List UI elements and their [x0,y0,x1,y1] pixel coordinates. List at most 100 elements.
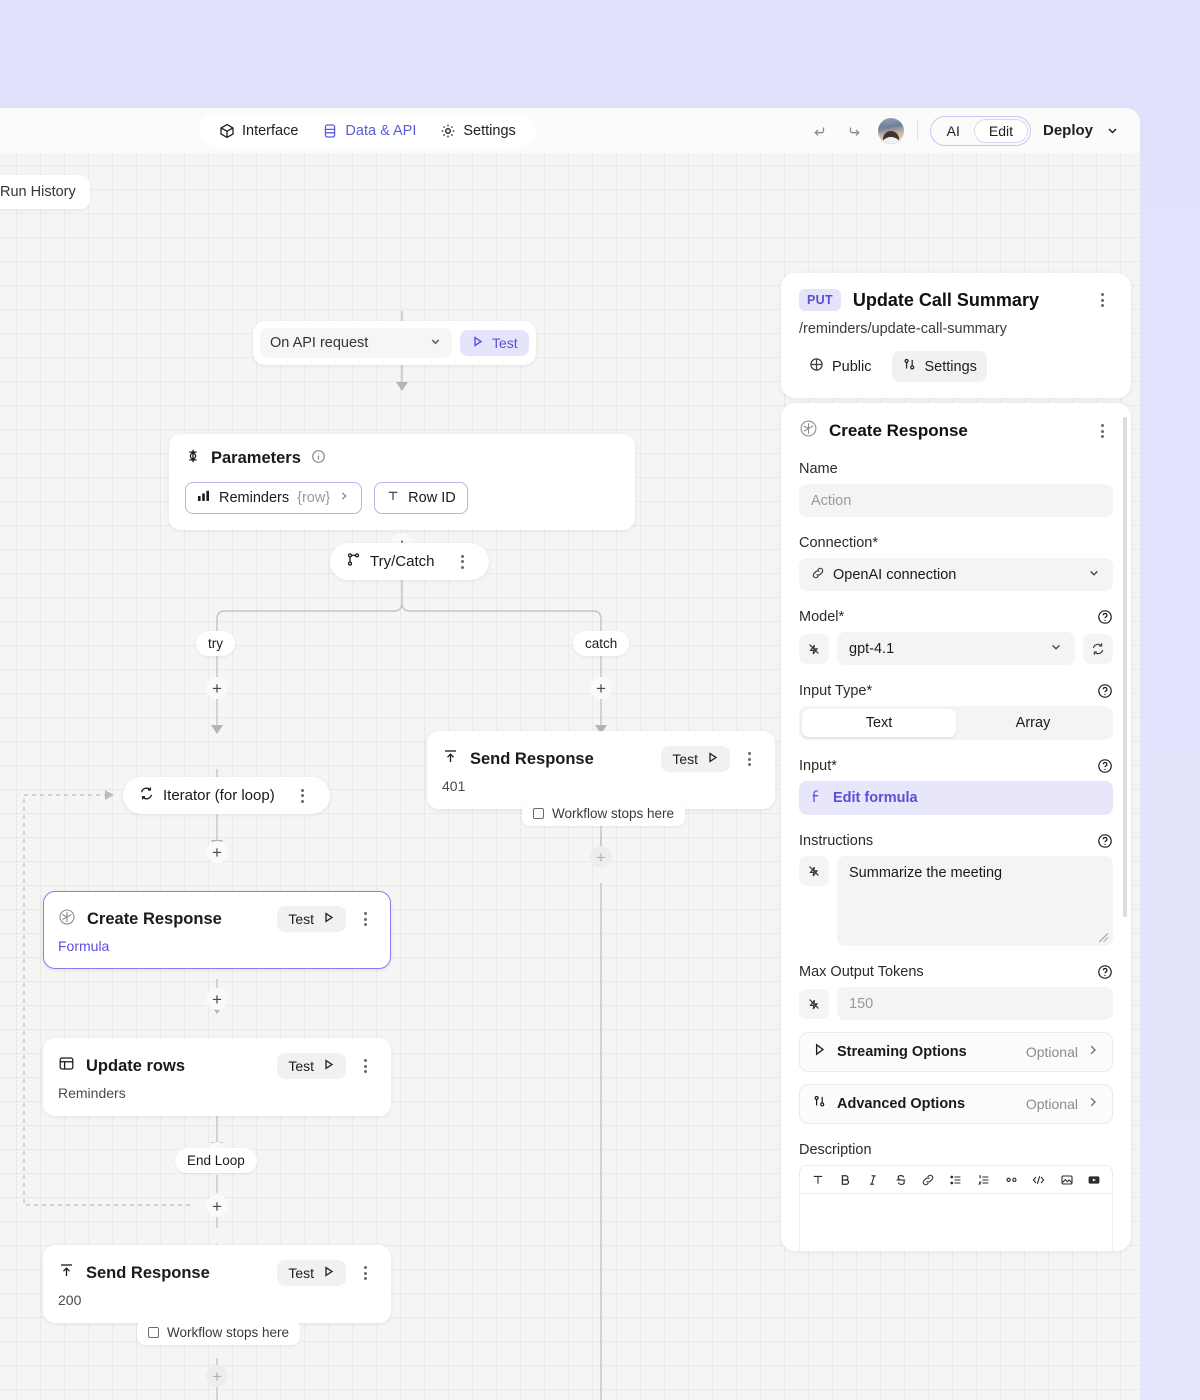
help-icon[interactable] [1097,609,1113,625]
nav-item-data-api[interactable]: Data & API [312,118,426,144]
mode-option-ai[interactable]: AI [946,122,960,139]
add-step-button-catch-end[interactable]: + [590,846,612,868]
input-type-option-array[interactable]: Array [1015,715,1051,731]
more-options-icon[interactable] [354,1059,376,1073]
param-chip-row-id[interactable]: Row ID [374,482,468,514]
action-config-panel: Create Response Name Action Connection* [781,403,1131,1251]
node-test-button[interactable]: Test [277,1053,346,1079]
dynamic-value-icon[interactable] [799,988,829,1019]
panel-scrollbar[interactable] [1123,417,1127,917]
play-icon [812,1042,827,1062]
trigger-test-button[interactable]: Test [460,330,529,356]
more-options-icon[interactable] [354,912,376,926]
refresh-icon[interactable] [1083,633,1113,664]
model-select[interactable]: gpt-4.1 [837,632,1075,665]
more-options-icon[interactable] [1091,293,1113,307]
help-icon[interactable] [1097,964,1113,980]
param-chip-reminders[interactable]: Reminders {row} [185,482,363,514]
help-icon[interactable] [1097,833,1113,849]
quote-icon[interactable] [997,1173,1025,1187]
more-options-icon[interactable] [292,788,314,803]
more-options-icon[interactable] [451,554,473,569]
advanced-options-row[interactable]: Advanced Options Optional [799,1084,1113,1124]
trigger-select[interactable]: On API request [260,328,452,358]
iterator-label: Iterator (for loop) [163,787,275,804]
node-test-button[interactable]: Test [277,906,346,932]
node-create-response[interactable]: Create Response Test Formula [43,891,391,969]
divider [916,119,918,142]
strikethrough-icon[interactable] [887,1173,915,1187]
description-editor[interactable] [799,1193,1113,1251]
iterator-node[interactable]: Iterator (for loop) [123,777,330,814]
link-icon[interactable] [915,1173,943,1187]
parameters-node[interactable]: Parameters Reminders [169,434,635,530]
more-options-icon[interactable] [738,752,760,766]
numbered-list-icon[interactable] [970,1173,998,1187]
streaming-options-row[interactable]: Streaming Options Optional [799,1032,1113,1072]
video-icon[interactable] [1080,1173,1108,1187]
node-subtitle: 200 [58,1292,82,1308]
input-type-option-text[interactable]: Text [802,709,956,737]
node-send-response-401[interactable]: Send Response Test 401 [427,731,775,809]
table-icon [58,1055,75,1077]
mode-option-edit[interactable]: Edit [973,118,1028,143]
bullet-list-icon[interactable] [942,1173,970,1187]
add-step-button-try[interactable]: + [206,677,228,699]
test-label: Test [288,1058,314,1074]
info-icon[interactable] [311,449,326,469]
edit-formula-button[interactable]: Edit formula [799,781,1113,815]
node-update-rows[interactable]: Update rows Test Reminders [43,1038,391,1116]
help-icon[interactable] [1097,683,1113,699]
action-panel-header: Create Response [799,419,1113,443]
endpoint-panel: PUT Update Call Summary /reminders/updat… [781,273,1131,398]
text-format-icon[interactable] [804,1173,832,1187]
add-step-button-catch[interactable]: + [590,677,612,699]
connection-label: Connection* [799,535,879,551]
top-bar-right: AI Edit Deploy [809,108,1120,153]
connection-value: OpenAI connection [833,566,957,583]
help-icon[interactable] [1097,758,1113,774]
deploy-button[interactable]: Deploy [1042,122,1093,139]
chevron-down-icon[interactable] [1105,123,1120,138]
italic-icon[interactable] [859,1173,887,1187]
dynamic-value-icon[interactable] [799,856,829,886]
add-step-button-loop[interactable]: + [206,841,228,863]
add-step-button-end[interactable]: + [206,1365,228,1387]
code-icon[interactable] [1025,1173,1053,1187]
max-tokens-input[interactable]: 150 [837,987,1113,1020]
visibility-label: Public [832,358,872,375]
instructions-textarea[interactable]: Summarize the meeting [837,856,1113,946]
param-chip-label: Reminders [219,490,290,506]
redo-arrow-icon[interactable] [843,120,865,142]
try-catch-node[interactable]: Try/Catch [330,543,490,580]
image-icon[interactable] [1053,1173,1081,1187]
globe-icon [809,357,824,376]
loop-icon [139,786,154,805]
nav-item-settings[interactable]: Settings [430,118,525,144]
end-loop-node[interactable]: End Loop [175,1148,257,1173]
add-step-button-after-create[interactable]: + [206,988,228,1010]
bold-icon[interactable] [832,1173,860,1187]
node-test-button[interactable]: Test [661,746,730,772]
user-avatar[interactable] [876,116,905,145]
name-input[interactable]: Action [799,484,1113,517]
play-icon [706,751,719,767]
add-step-button-after-loop[interactable]: + [206,1195,228,1217]
run-history-button[interactable]: Run History [0,175,90,209]
chevron-down-icon [1087,566,1101,584]
endpoint-visibility[interactable]: Public [799,351,882,382]
advanced-options-badge: Optional [1025,1096,1078,1112]
node-send-response-200[interactable]: Send Response Test 200 [43,1245,391,1323]
connection-select[interactable]: OpenAI connection [799,558,1113,591]
dynamic-value-icon[interactable] [799,633,829,664]
max-tokens-label-row: Max Output Tokens [799,964,1113,980]
endpoint-settings-button[interactable]: Settings [891,351,987,382]
input-label: Input* [799,758,837,774]
undo-arrow-icon[interactable] [809,120,831,142]
node-header: Send Response Test [44,1246,390,1286]
nav-item-interface[interactable]: Interface [209,118,308,144]
more-options-icon[interactable] [1091,424,1113,438]
more-options-icon[interactable] [354,1266,376,1280]
node-title: Update rows [86,1056,186,1075]
node-test-button[interactable]: Test [277,1260,346,1286]
